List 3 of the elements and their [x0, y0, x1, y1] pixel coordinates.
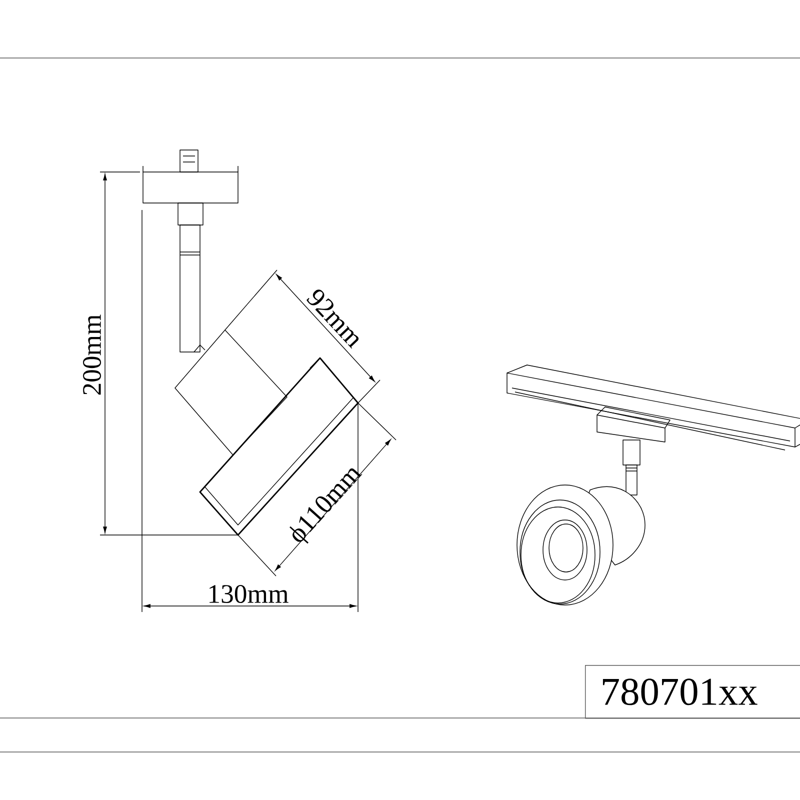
dimension-label: 130mm — [210, 585, 288, 604]
title-block-box: 780701xx — [585, 665, 800, 719]
dimension-label: 200mm — [83, 314, 102, 395]
